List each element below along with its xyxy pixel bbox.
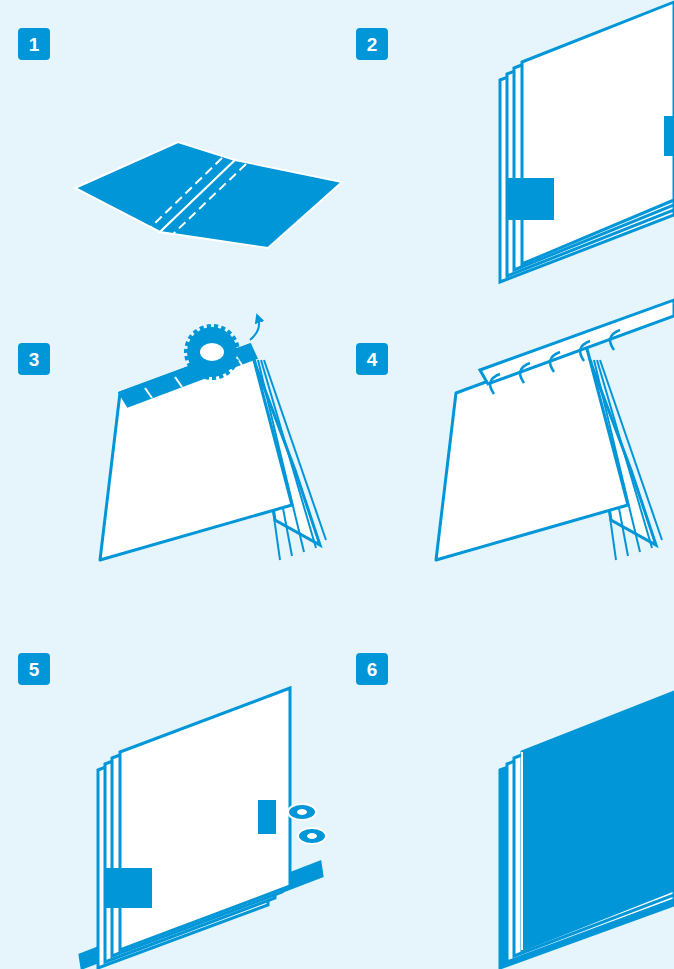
callout-label: 3 [29,350,40,369]
callout-label: 4 [367,350,378,369]
folded-sheet [75,142,342,248]
callout-number: 6 [356,653,388,685]
tape-bound-book [80,688,326,968]
taped-book [500,2,674,282]
callout-label: 5 [29,660,40,679]
punched-calendar [100,318,326,560]
callout-number: 4 [356,343,388,375]
perfect-bound-book [500,692,674,968]
callout-number: 3 [18,343,50,375]
callout-label: 2 [367,35,378,54]
callout-label: 1 [29,35,40,54]
callout-label: 6 [367,660,378,679]
callout-number: 5 [18,653,50,685]
callout-number: 1 [18,28,50,60]
spiral-calendar [436,300,674,560]
callout-number: 2 [356,28,388,60]
